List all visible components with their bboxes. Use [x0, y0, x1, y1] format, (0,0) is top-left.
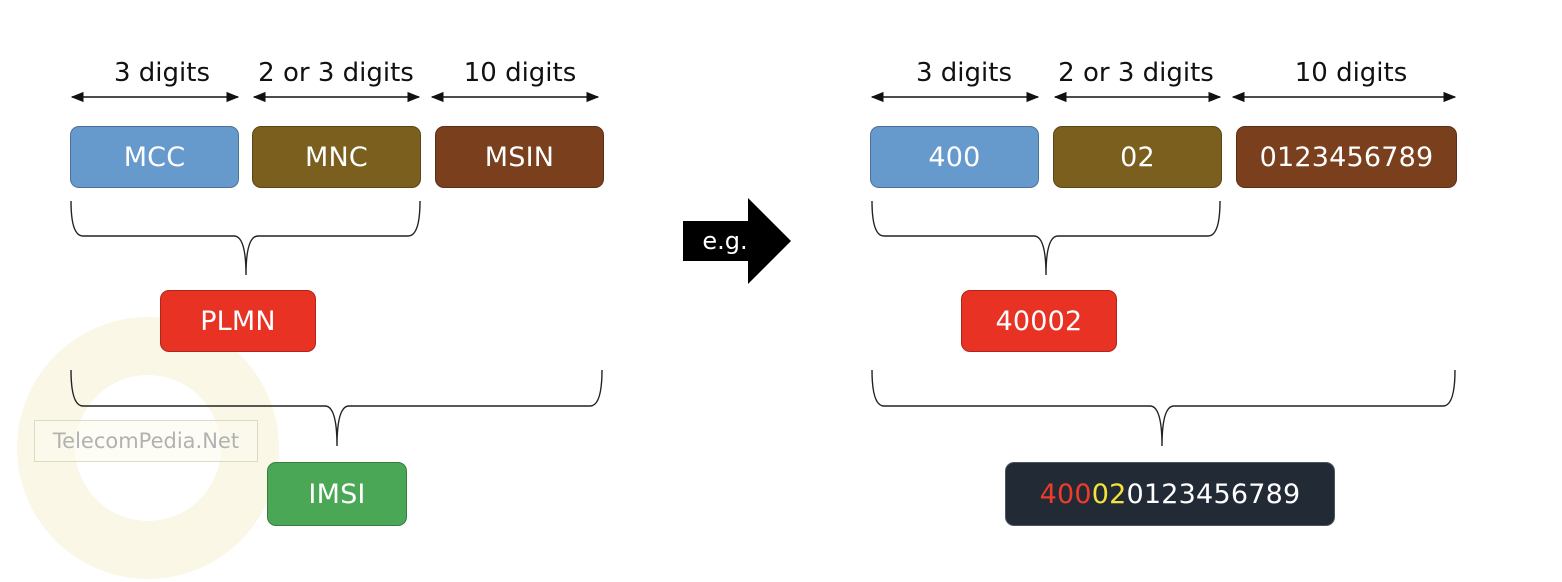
msin-width-label: 10 digits: [463, 58, 577, 88]
msin-width-label-example: 10 digits: [1294, 58, 1408, 88]
imsi-brace-example: [871, 369, 1456, 447]
imsi-brace: [70, 369, 603, 447]
watermark-text: TelecomPedia.Net: [34, 420, 258, 462]
plmn-brace-example: [871, 200, 1221, 276]
example-arrow-icon: [683, 198, 791, 284]
imsi-box: IMSI: [267, 462, 407, 526]
mcc-width-label: 3 digits: [113, 58, 210, 88]
mnc-value-box: 02: [1053, 126, 1222, 188]
mcc-value-box: 400: [870, 126, 1039, 188]
imsi-msin-part: 0123456789: [1126, 478, 1301, 510]
plmn-value-box: 40002: [961, 290, 1117, 352]
mcc-box: MCC: [70, 126, 239, 188]
mcc-width-label-example: 3 digits: [915, 58, 1012, 88]
imsi-mcc-part: 400: [1039, 478, 1092, 510]
mnc-box: MNC: [252, 126, 421, 188]
plmn-box: PLMN: [160, 290, 316, 352]
plmn-brace: [70, 200, 421, 276]
mnc-width-label: 2 or 3 digits: [258, 58, 414, 88]
msin-box: MSIN: [435, 126, 604, 188]
msin-value-box: 0123456789: [1236, 126, 1457, 188]
example-arrow-label: e.g.: [702, 227, 748, 255]
mnc-width-label-example: 2 or 3 digits: [1058, 58, 1214, 88]
imsi-mnc-part: 02: [1091, 478, 1127, 510]
